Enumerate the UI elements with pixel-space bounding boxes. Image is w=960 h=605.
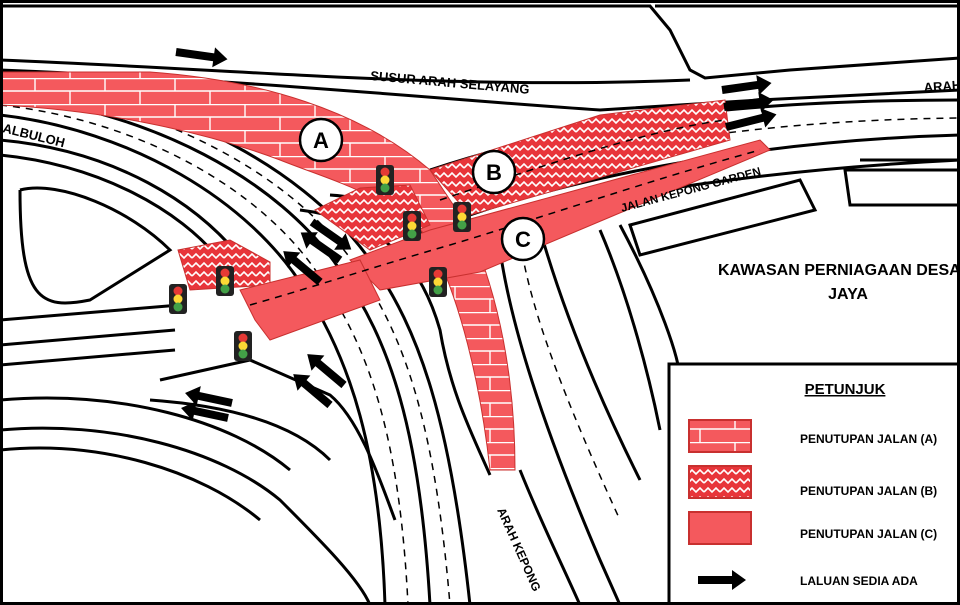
legend-item-solid: PENUTUPAN JALAN (C): [688, 511, 937, 545]
traffic-light-icon: [216, 266, 234, 296]
legend-item-arrow: LALUAN SEDIA ADA: [698, 570, 918, 590]
legend: PETUNJUK PENUTUPAN JALAN (A) PENUTUPAN J…: [667, 362, 960, 605]
traffic-light-icon: [429, 267, 447, 297]
arrow-right-icon: [723, 92, 774, 112]
svg-text:LALUAN SEDIA ADA: LALUAN SEDIA ADA: [800, 574, 918, 588]
closure-zone-b-left: [177, 239, 271, 291]
traffic-light-icon: [234, 331, 252, 361]
svg-text:C: C: [515, 227, 531, 252]
zone-label-a: A: [298, 117, 344, 163]
legend-title: PETUNJUK: [805, 381, 886, 398]
svg-text:PENUTUPAN JALAN (B): PENUTUPAN JALAN (B): [800, 484, 937, 498]
arrow-right-icon: [309, 218, 352, 250]
arrow-right-icon: [283, 251, 323, 286]
legend-item-brick: PENUTUPAN JALAN (A): [688, 419, 937, 453]
zone-label-c: C: [500, 216, 546, 262]
traffic-light-icon: [453, 202, 471, 232]
route-arrows: [175, 47, 777, 422]
district-label-line1: KAWASAN PERNIAGAAN DESA: [718, 262, 960, 279]
traffic-light-icon: [169, 284, 187, 314]
closure-zone-b-small: [314, 184, 431, 251]
arrow-right-icon: [181, 401, 229, 422]
svg-text:B: B: [486, 160, 502, 185]
arrow-right-icon: [185, 386, 233, 407]
svg-text:A: A: [313, 128, 329, 153]
traffic-light-icon: [376, 165, 394, 195]
arrow-right-icon: [293, 374, 333, 409]
legend-item-zigzag: PENUTUPAN JALAN (B): [688, 465, 937, 499]
arrow-right-icon: [698, 570, 746, 590]
traffic-light-icon: [403, 211, 421, 241]
arrow-right-icon: [721, 75, 772, 95]
arrow-right-icon: [175, 47, 228, 68]
arrow-right-icon: [300, 232, 343, 264]
arrow-right-icon: [307, 354, 347, 389]
road-label-arah: ARAH: [923, 77, 960, 95]
arrow-right-icon: [725, 108, 777, 131]
svg-text:PENUTUPAN JALAN (C): PENUTUPAN JALAN (C): [800, 527, 937, 541]
closure-zone-c-left: [239, 259, 381, 341]
zone-label-b: B: [471, 149, 517, 195]
svg-text:PENUTUPAN JALAN (A): PENUTUPAN JALAN (A): [800, 432, 937, 446]
district-label-line2: JAYA: [828, 286, 868, 303]
